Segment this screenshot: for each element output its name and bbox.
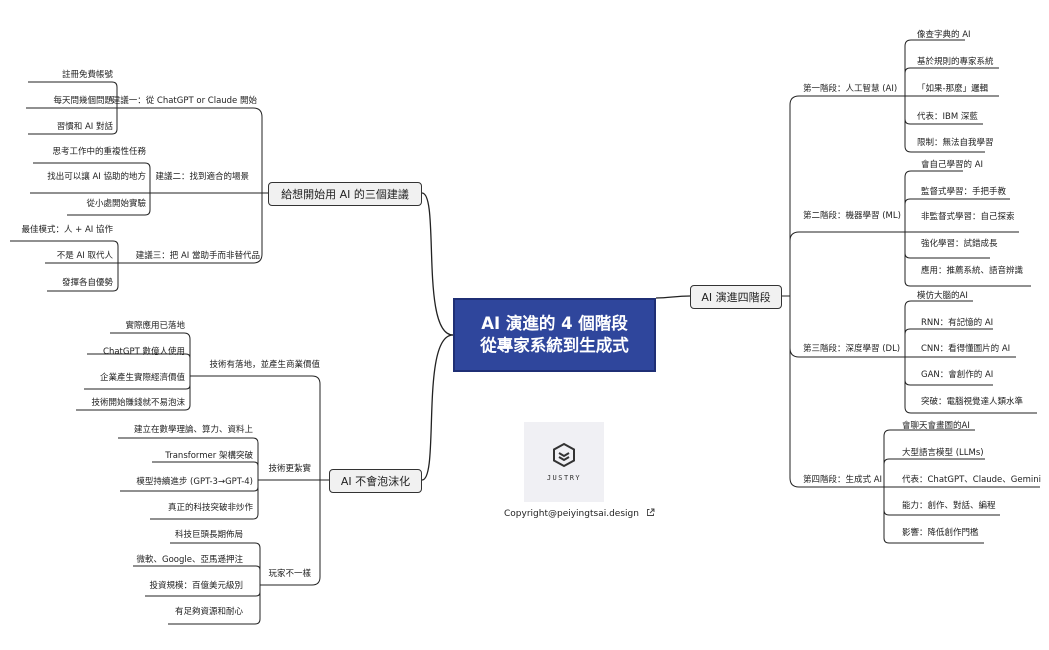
justry-logo: JUSTRY [524,422,604,502]
leaf-node[interactable]: 像查字典的 AI [917,30,971,40]
central-topic-line2: 從專家系統到生成式 [480,336,629,355]
external-link-icon [646,508,655,516]
leaf-node[interactable]: 「如果-那麼」邏輯 [917,84,989,94]
subtopic[interactable]: 玩家不一樣 [268,569,311,579]
leaf-node[interactable]: GAN：會創作的 AI [921,370,994,380]
copyright-link[interactable]: Copyright@peiyingtsai.design [504,508,655,519]
leaf-node[interactable]: 每天問幾個問題 [53,96,113,106]
leaf-node[interactable]: 能力：創作、對話、編程 [902,501,996,511]
leaf-node[interactable]: 找出可以讓 AI 協助的地方 [47,172,146,182]
topic-label: 給想開始用 AI 的三個建議 [281,188,409,201]
topic-ai-four-stages[interactable]: AI 演進四階段 [690,285,782,309]
leaf-node[interactable]: ChatGPT 數億人使用 [103,347,185,357]
logo-wordmark: JUSTRY [546,474,582,482]
leaf-node[interactable]: 投資規模：百億美元級別 [149,581,243,591]
leaf-node[interactable]: 監督式學習：手把手教 [921,187,1007,197]
topic-three-suggestions[interactable]: 給想開始用 AI 的三個建議 [268,182,422,206]
leaf-node[interactable]: 技術開始賺錢就不易泡沫 [91,398,185,408]
subtopic[interactable]: 建議三：把 AI 當助手而非替代品 [135,251,260,261]
leaf-node[interactable]: 不是 AI 取代人 [56,251,113,261]
central-topic-line1: AI 演進的 4 個階段 [481,314,628,333]
topic-label: AI 不會泡沫化 [340,475,411,488]
leaf-node[interactable]: 真正的科技突破非炒作 [167,503,253,513]
subtopic[interactable]: 第一階段：人工智慧 (AI) [803,84,898,94]
leaf-node[interactable]: 科技巨頭長期佈局 [174,530,243,540]
leaf-node[interactable]: RNN：有記憶的 AI [921,318,994,328]
leaf-node[interactable]: 微軟、Google、亞馬遜押注 [136,555,243,565]
leaf-node[interactable]: 最佳模式：人 + AI 協作 [21,225,113,235]
copyright-text: Copyright@peiyingtsai.design [504,509,639,519]
leaf-node[interactable]: 影響：降低創作門檻 [902,528,979,538]
leaf-node[interactable]: 非監督式學習：自己探索 [921,212,1015,222]
leaf-node[interactable]: 從小處開始實驗 [86,199,146,209]
leaf-node[interactable]: 大型語言模型 (LLMs) [902,448,984,458]
subtopic[interactable]: 第三階段：深度學習 (DL) [803,344,901,354]
topic-no-bubble[interactable]: AI 不會泡沫化 [329,469,422,493]
leaf-node[interactable]: 發揮各自優勢 [61,278,113,288]
leaf-node[interactable]: 會聊天會畫圖的AI [902,421,970,431]
leaf-node[interactable]: 限制：無法自我學習 [917,138,994,148]
leaf-node[interactable]: 基於規則的專家系統 [917,57,994,67]
central-topic[interactable]: AI 演進的 4 個階段 從專家系統到生成式 [453,298,656,372]
subtopic[interactable]: 建議一：從 ChatGPT or Claude 開始 [111,96,257,106]
leaf-node[interactable]: 模型持續進步 (GPT-3→GPT-4) [136,477,253,487]
leaf-node[interactable]: Transformer 架構突破 [165,451,253,461]
leaf-node[interactable]: 實際應用已落地 [125,321,185,331]
subtopic[interactable]: 技術有落地，並產生商業價值 [209,360,320,370]
subtopic[interactable]: 技術更紮實 [268,464,311,474]
leaf-node[interactable]: 思考工作中的重複性任務 [52,147,146,157]
leaf-node[interactable]: 企業產生實際經濟價值 [99,373,185,383]
subtopic[interactable]: 第二階段：機器學習 (ML) [803,211,901,221]
leaf-node[interactable]: 建立在數學理論、算力、資料上 [133,425,253,435]
topic-label: AI 演進四階段 [701,291,771,304]
leaf-node[interactable]: 突破：電腦視覺達人類水準 [921,397,1024,407]
leaf-node[interactable]: 模仿大腦的AI [917,291,968,301]
leaf-node[interactable]: 代表：IBM 深藍 [917,112,978,122]
subtopic[interactable]: 第四階段：生成式 AI [803,475,883,485]
leaf-node[interactable]: 代表：ChatGPT、Claude、Gemini [902,475,1041,485]
leaf-node[interactable]: 習慣和 AI 對話 [56,122,113,132]
leaf-node[interactable]: 應用：推薦系統、語音辨識 [921,266,1024,276]
leaf-node[interactable]: 註冊免費帳號 [61,70,113,80]
leaf-node[interactable]: 強化學習：試錯成長 [921,239,998,249]
leaf-node[interactable]: CNN：看得懂圖片的 AI [921,344,1011,354]
leaf-node[interactable]: 有足夠資源和耐心 [174,607,243,617]
subtopic[interactable]: 建議二：找到適合的場景 [155,172,249,182]
justry-logo-icon [553,442,575,468]
leaf-node[interactable]: 會自己學習的 AI [921,160,984,170]
